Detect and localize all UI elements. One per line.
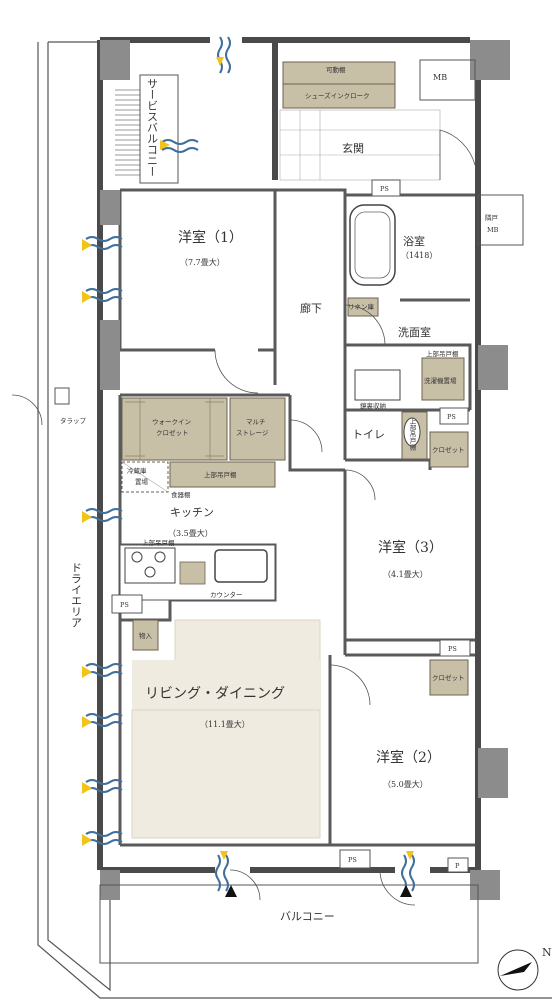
wind-arrow-icon [82, 236, 123, 251]
room-western2-size: （5.0畳大） [383, 779, 428, 789]
room-bath-size: （1418） [401, 251, 437, 260]
label-ps-balcony: PS [348, 856, 357, 864]
columns [100, 40, 510, 900]
label-ps-entrance: PS [380, 185, 389, 193]
storage-boxes [121, 61, 469, 696]
wind-arrow-icon [82, 831, 123, 846]
label-shoes-in-closet: シューズインクローク [305, 91, 370, 100]
room-kitchen-size: （3.5畳大） [168, 528, 213, 538]
label-multi-2: ストレージ [236, 429, 269, 437]
storage-hatch [125, 398, 224, 460]
label-upper-cabinet-kitchen: 上部吊戸棚 [204, 470, 237, 479]
wind-arrow-icon [82, 779, 123, 794]
room-washroom-name: 洗面室 [398, 325, 431, 339]
ventilation-arrows [82, 36, 415, 892]
wind-arrow-icon [160, 139, 199, 153]
triangle-icon [225, 885, 237, 897]
wind-arrow-icon [82, 713, 123, 728]
label-upper-cabinet-counter: 上部吊戸棚 [142, 538, 175, 547]
doors [11, 129, 476, 906]
label-neighbor-door: 隣戸 [485, 213, 499, 222]
room-corridor-name: 廊下 [300, 301, 322, 315]
neighbor-mb [477, 194, 524, 246]
room-western2-name: 洋室（2） [376, 749, 441, 766]
room-entrance-name: 玄関 [342, 141, 364, 155]
stove [124, 547, 176, 584]
label-upper-cabinet-toilet: 上部吊戸棚 [408, 417, 416, 452]
room-dry-area-name: ドライエリア [70, 562, 83, 628]
label-linen: リネン庫 [348, 302, 375, 311]
ps-boxes [111, 179, 471, 873]
label-neighbor-mb: MB [487, 226, 499, 234]
wind-arrow-icon [82, 663, 123, 678]
sink [214, 549, 268, 583]
wind-arrow-icon [215, 851, 229, 892]
ldk-floor [131, 619, 321, 839]
label-p: P [455, 862, 460, 870]
label-ps-kitchen: PS [120, 601, 129, 609]
label-ps-toilet: PS [447, 413, 456, 421]
toilet-bowl [403, 417, 421, 447]
mb-room [419, 59, 476, 101]
room-kitchen-name: キッチン [170, 506, 214, 519]
label-wic-2: クロゼット [156, 428, 189, 437]
dish-shelf [179, 561, 206, 585]
fridge-diagonal [121, 461, 169, 493]
room-living-name: リビング・ダイニング [145, 686, 285, 702]
service-balcony-hatch [115, 89, 140, 176]
room-western1-name: 洋室（1） [178, 229, 243, 246]
label-ps-western2: PS [448, 645, 457, 653]
label-mb: MB [433, 73, 447, 82]
wash-basin [354, 369, 401, 401]
entry-marker-icons [225, 885, 412, 897]
trap-hatch [54, 387, 70, 405]
wind-arrow-icon [216, 36, 231, 74]
triangle-icon [400, 885, 412, 897]
storage-labels: 可動棚 シューズインクローク ウォークイン クロゼット マルチ ストレージ 冷蔵… [127, 65, 465, 682]
room-service-balcony-name: サービスバルコニー [146, 78, 159, 177]
burners [131, 551, 166, 578]
label-wic-1: ウォークイン [152, 418, 191, 426]
room-western1-size: （7.7畳大） [180, 257, 225, 267]
label-fridge-2: 置場 [135, 477, 149, 486]
room-western3-size: （4.1畳大） [383, 569, 428, 579]
label-movable-shelf: 可動棚 [326, 65, 346, 74]
label-fridge-1: 冷蔵庫 [127, 466, 147, 475]
utility-labels: MB 隣戸 MB PS PS PS PS PS P タラップ [60, 73, 499, 870]
room-bath-name: 浴室 [403, 234, 425, 248]
dry-area-outline [37, 41, 552, 999]
svg-text:N: N [542, 946, 552, 959]
label-washroom-storage: 鏡裏収納 [360, 401, 386, 410]
room-living-size: （11.1畳大） [200, 719, 250, 729]
label-upper-cabinet-wash: 上部吊戸棚 [426, 349, 459, 358]
wind-arrow-icon [82, 288, 123, 303]
label-dish-shelf: 食器棚 [171, 490, 191, 499]
balcony-area [99, 884, 479, 964]
wind-arrow-icon [82, 508, 123, 523]
entrance-floor [279, 109, 441, 181]
room-balcony-name: バルコニー [280, 910, 335, 923]
label-closet-western2: クロゼット [432, 673, 465, 682]
room-western3-name: 洋室（3） [378, 539, 443, 556]
north-arrow-icon: N [497, 946, 552, 991]
label-closet-toilet: クロゼット [432, 445, 465, 454]
label-trap: タラップ [60, 416, 87, 425]
walls [97, 37, 481, 878]
label-counter: カウンター [210, 590, 243, 599]
inner-walls [118, 188, 475, 847]
label-monoire: 物入 [139, 631, 153, 640]
label-multi-1: マルチ [246, 418, 266, 426]
service-balcony-area [139, 74, 179, 184]
label-laundry: 洗濯機置場 [424, 376, 457, 385]
bathtub-inner [354, 211, 391, 279]
room-toilet-name: トイレ [352, 428, 385, 441]
room-labels: 洋室（1） （7.7畳大） 浴室 （1418） 玄関 廊下 洗面室 トイレ キッ… [70, 78, 443, 923]
